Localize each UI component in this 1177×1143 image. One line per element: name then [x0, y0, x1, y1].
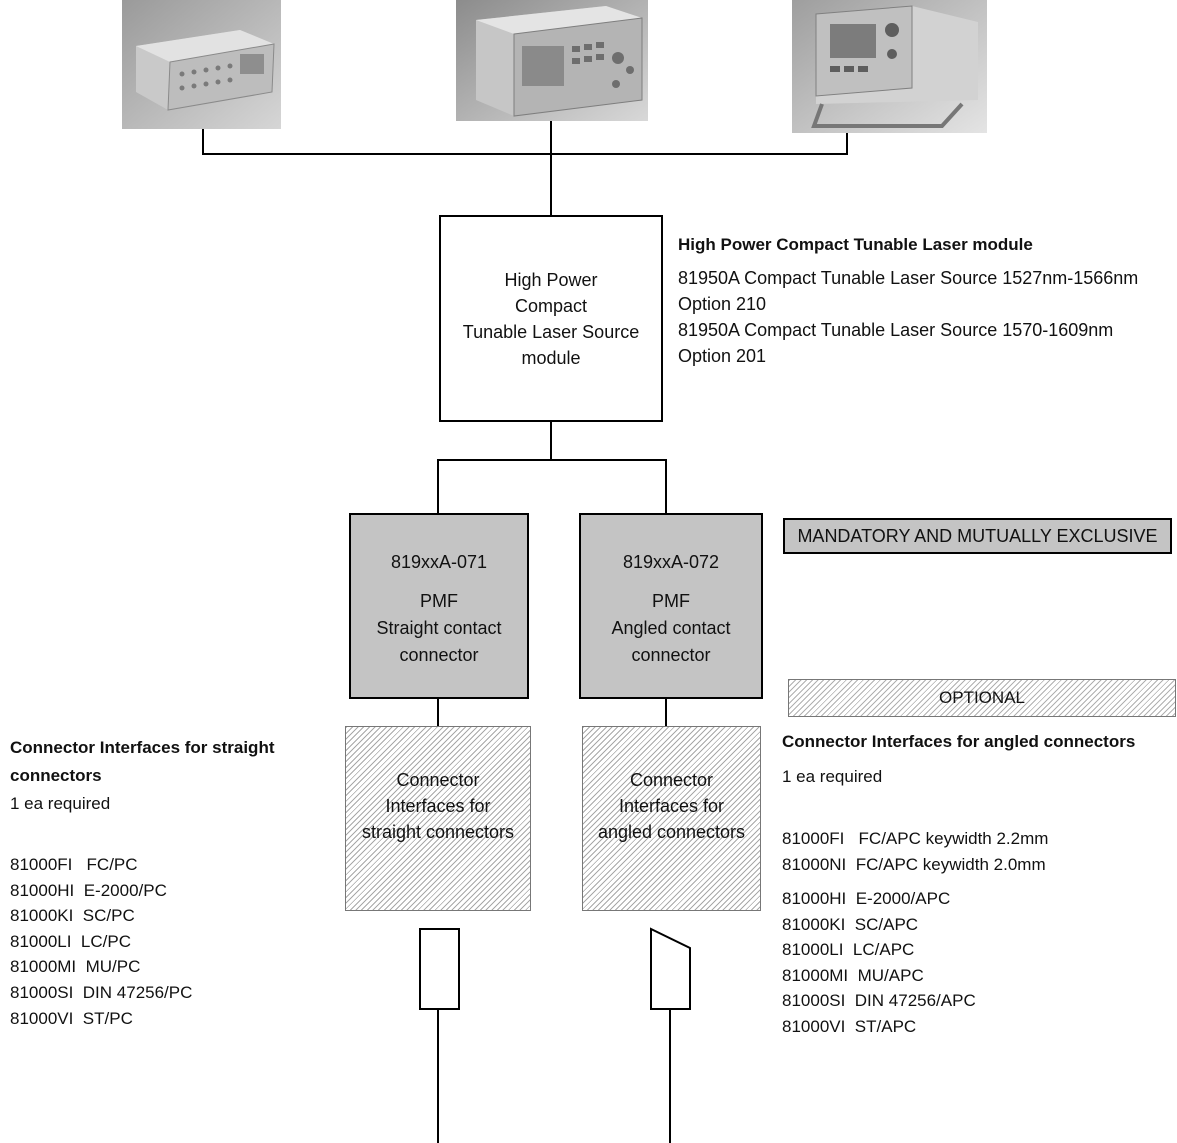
list-item: 81000HI E-2000/APC	[782, 889, 951, 908]
straight-connector-list: 81000FI FC/PC 81000HI E-2000/PC 81000KI …	[10, 852, 192, 1031]
laser-option-line: 81950A Compact Tunable Laser Source 1570…	[678, 320, 1114, 340]
angled-required: 1 ea required	[782, 767, 883, 786]
interface-angled-box: Connector Interfaces for angled connecto…	[582, 726, 761, 911]
laser-module-title: High Power Compact Tunable Laser module	[678, 235, 1033, 254]
list-item: 81000FI FC/PC	[10, 855, 138, 874]
option-straight-label: PMF Straight contact connector	[376, 591, 502, 665]
option-angled-box: 819xxA-072 PMF Angled contact connector	[579, 513, 763, 699]
mandatory-tag: MANDATORY AND MUTUALLY EXCLUSIVE	[783, 518, 1172, 554]
straight-list-title-line: Connector Interfaces for straight	[10, 738, 275, 757]
angled-connector-icon	[650, 927, 691, 1010]
list-item: 81000FI FC/APC keywidth 2.2mm	[782, 829, 1049, 848]
list-item: 81000LI LC/APC	[782, 940, 915, 960]
laser-option-line: 81950A Compact Tunable Laser Source 1527…	[678, 268, 1139, 288]
multiport-instrument-photo	[122, 0, 281, 129]
laser-module-options: 81950A Compact Tunable Laser Source 1527…	[678, 265, 1177, 369]
interface-straight-box: Connector Interfaces for straight connec…	[345, 726, 531, 911]
option-straight-code: 819xxA-071	[390, 552, 488, 572]
list-item: 81000SI DIN 47256/PC	[10, 982, 193, 1002]
laser-source-module-label: High Power Compact Tunable Laser Source …	[462, 269, 640, 368]
straight-list-title: Connector Interfaces for straight connec…	[10, 734, 275, 790]
option-straight-box: 819xxA-071 PMF Straight contact connecto…	[349, 513, 529, 699]
angled-connector-list: 81000HI E-2000/APC 81000KI SC/APC 81000L…	[782, 886, 976, 1040]
laser-option-line: Option 201	[678, 346, 767, 366]
list-item: 81000KI SC/PC	[10, 906, 135, 926]
laser-option-line: Option 210	[678, 294, 767, 314]
list-item: 81000SI DIN 47256/APC	[782, 991, 976, 1011]
angled-list-title: Connector Interfaces for angled connecto…	[782, 732, 1136, 751]
straight-list-title-line: connectors	[10, 766, 102, 785]
compact-mainframe-photo	[792, 0, 987, 133]
list-item: 81000KI SC/APC	[782, 914, 919, 934]
lightwave-mainframe-photo	[456, 0, 648, 121]
option-angled-code: 819xxA-072	[622, 552, 720, 572]
list-item: 81000VI ST/APC	[782, 1016, 917, 1036]
option-angled-label: PMF Angled contact connector	[611, 591, 731, 665]
straight-required: 1 ea required	[10, 794, 111, 813]
angled-connector-list-keywidth: 81000FI FC/APC keywidth 2.2mm 81000NI FC…	[782, 826, 1048, 877]
straight-connector-icon	[419, 928, 460, 1010]
list-item: 81000HI E-2000/PC	[10, 880, 167, 900]
list-item: 81000VI ST/PC	[10, 1008, 133, 1028]
list-item: 81000LI LC/PC	[10, 931, 131, 951]
list-item: 81000MI MU/APC	[782, 965, 924, 985]
laser-source-module-box: High Power Compact Tunable Laser Source …	[439, 215, 663, 422]
list-item: 81000MI MU/PC	[10, 957, 141, 977]
list-item: 81000NI FC/APC keywidth 2.0mm	[782, 854, 1046, 874]
optional-tag: OPTIONAL	[788, 679, 1176, 717]
